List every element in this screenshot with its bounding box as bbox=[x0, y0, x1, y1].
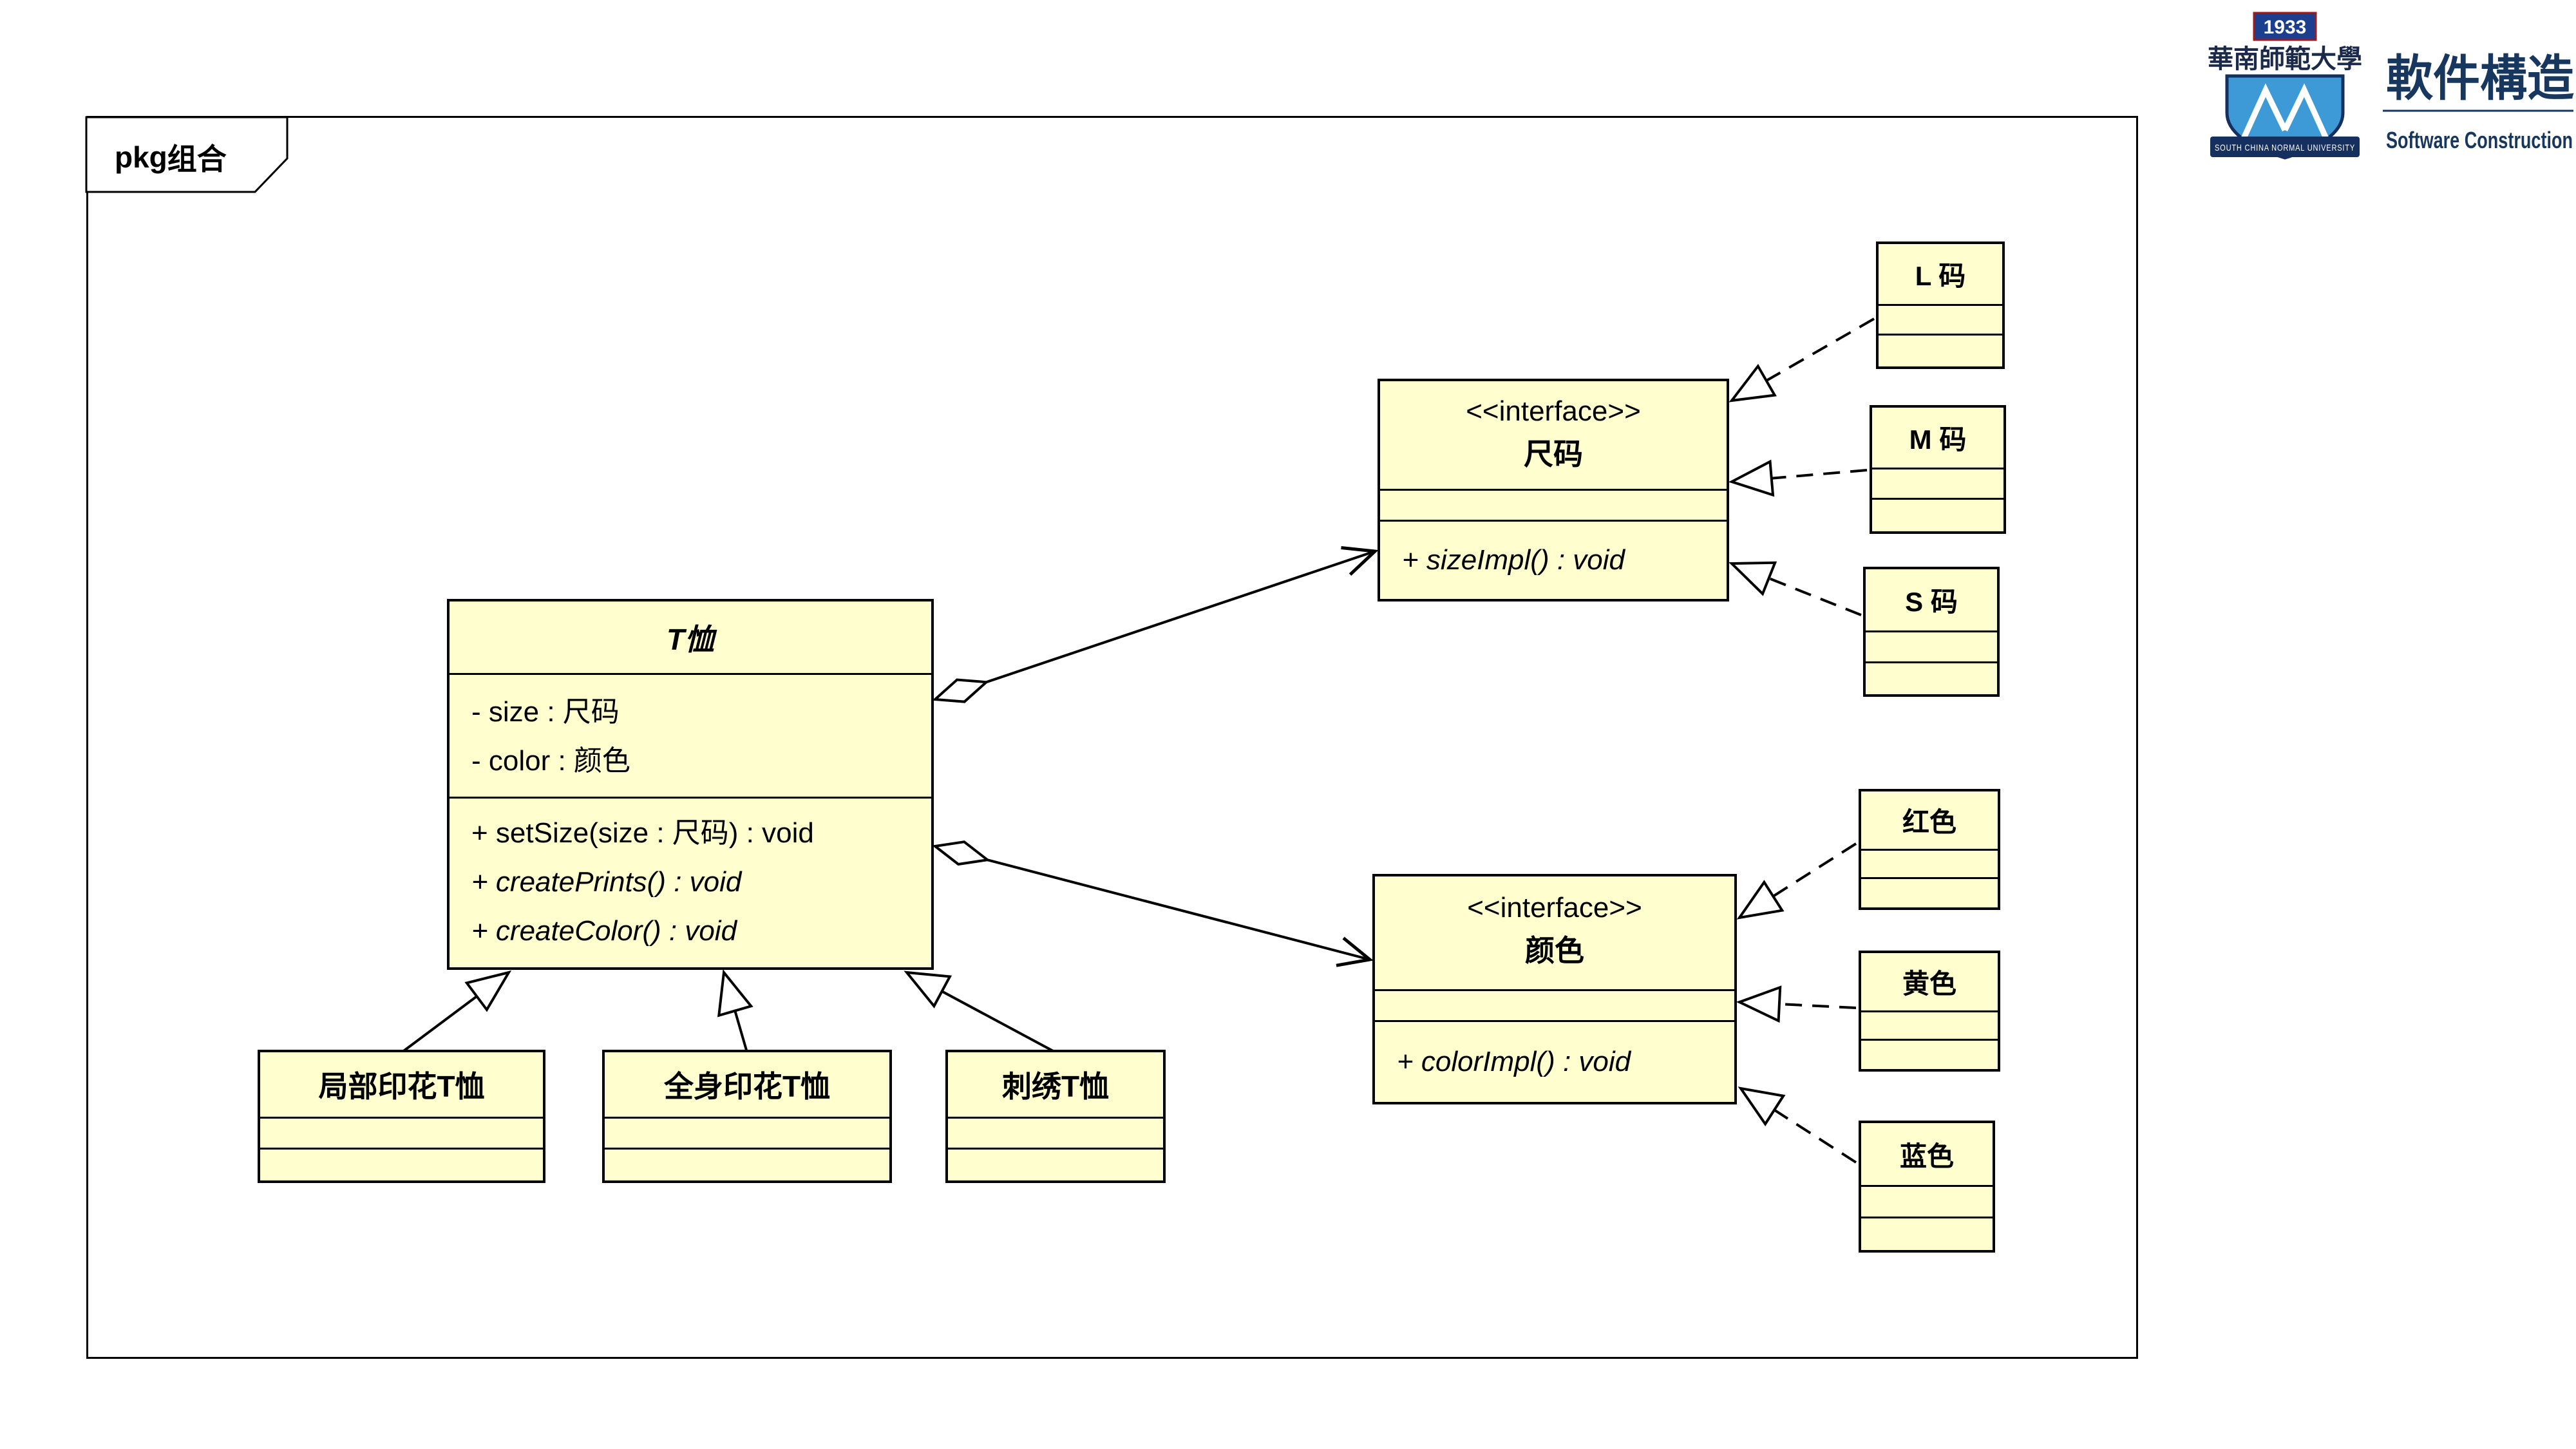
attribute-line: - size : 尺码 bbox=[471, 696, 620, 728]
interface-size: <<interface>> 尺码 + sizeImpl() : void bbox=[1378, 379, 1729, 601]
empty-attributes bbox=[1861, 1012, 1998, 1041]
class-title: 刺绣T恤 bbox=[948, 1052, 1163, 1119]
class-tshirt-title: T恤 bbox=[450, 601, 931, 675]
empty-methods bbox=[948, 1150, 1163, 1180]
logo-ribbon bbox=[2210, 137, 2360, 157]
class-red: 红色 bbox=[1859, 789, 2000, 910]
logo-shield-chevron-left-icon bbox=[2237, 83, 2288, 148]
empty-methods bbox=[1861, 1041, 1998, 1069]
empty-attributes bbox=[260, 1119, 543, 1150]
class-m-size: M 码 bbox=[1870, 405, 2006, 534]
logo-year-banner bbox=[2253, 12, 2317, 41]
logo-calligraphy: 華南師範大學 bbox=[2208, 44, 2362, 74]
empty-methods bbox=[1879, 336, 2002, 366]
empty-attributes bbox=[1861, 851, 1998, 879]
class-tshirt-attributes: - size : 尺码 - color : 颜色 bbox=[450, 675, 931, 799]
empty-attributes bbox=[1866, 632, 1997, 663]
method-line: + createColor() : void bbox=[471, 915, 737, 947]
realization-ssize-size bbox=[1728, 561, 1862, 616]
class-blue: 蓝色 bbox=[1859, 1121, 1995, 1253]
class-s-size: S 码 bbox=[1863, 567, 2000, 697]
aggregation-tshirt-size bbox=[935, 551, 1375, 699]
university-logo: 1933 華南師範大學 SOUTH CHINA NORMAL UNIVERSIT… bbox=[2208, 12, 2574, 160]
logo-title: 軟件構造 bbox=[2386, 52, 2574, 106]
logo-shield-chevron-right-icon bbox=[2282, 83, 2333, 148]
class-title: 蓝色 bbox=[1861, 1123, 1993, 1187]
generalization-partialprint-tshirt bbox=[401, 970, 512, 1054]
interface-color-methods: + colorImpl() : void bbox=[1375, 1022, 1734, 1102]
empty-attributes bbox=[605, 1119, 889, 1150]
interface-stereotype: <<interface>> bbox=[1466, 395, 1641, 427]
empty-attributes bbox=[1872, 469, 2003, 500]
logo-year-text: 1933 bbox=[2264, 17, 2307, 38]
interface-size-attributes bbox=[1380, 491, 1727, 522]
empty-methods bbox=[1861, 1218, 1993, 1250]
class-title: 局部印花T恤 bbox=[260, 1052, 543, 1119]
interface-size-title: 尺码 bbox=[1524, 437, 1583, 471]
interface-size-methods: + sizeImpl() : void bbox=[1380, 522, 1727, 599]
interface-stereotype: <<interface>> bbox=[1467, 892, 1642, 923]
logo-subtitle: Software Construction bbox=[2386, 127, 2573, 153]
realization-yellow-color bbox=[1736, 985, 1857, 1023]
realization-blue-color bbox=[1738, 1086, 1857, 1164]
class-yellow: 黄色 bbox=[1859, 951, 2000, 1072]
package-tab bbox=[85, 116, 289, 193]
method-line: + colorImpl() : void bbox=[1397, 1046, 1631, 1077]
method-line: + setSize(size : 尺码) : void bbox=[471, 817, 814, 849]
generalization-embroidery-tshirt bbox=[904, 971, 1056, 1054]
class-tshirt-methods: + setSize(size : 尺码) : void + createPrin… bbox=[450, 799, 931, 967]
package-label-name: 组合 bbox=[167, 142, 227, 176]
interface-size-header: <<interface>> 尺码 bbox=[1380, 381, 1727, 491]
class-title: 红色 bbox=[1861, 791, 1998, 851]
class-title: L 码 bbox=[1879, 244, 2002, 306]
class-title: 黄色 bbox=[1861, 953, 1998, 1012]
realization-lsize-size bbox=[1728, 317, 1875, 402]
empty-attributes bbox=[1879, 306, 2002, 336]
package-label-keyword: pkg bbox=[115, 140, 167, 174]
attribute-line: - color : 颜色 bbox=[471, 745, 630, 777]
interface-color-title: 颜色 bbox=[1525, 934, 1584, 967]
logo-ribbon-text: SOUTH CHINA NORMAL UNIVERSITY bbox=[2215, 142, 2355, 153]
class-full-print-tshirt: 全身印花T恤 bbox=[602, 1050, 892, 1183]
class-title: M 码 bbox=[1872, 408, 2003, 469]
class-l-size: L 码 bbox=[1876, 242, 2005, 369]
empty-methods bbox=[605, 1150, 889, 1180]
class-partial-print-tshirt: 局部印花T恤 bbox=[258, 1050, 545, 1183]
method-line: + sizeImpl() : void bbox=[1402, 544, 1625, 576]
generalization-fullprint-tshirt bbox=[717, 969, 753, 1053]
empty-attributes bbox=[948, 1119, 1163, 1150]
interface-color-header: <<interface>> 颜色 bbox=[1375, 876, 1734, 991]
interface-color-attributes bbox=[1375, 991, 1734, 1022]
empty-attributes bbox=[1861, 1187, 1993, 1218]
empty-methods bbox=[1861, 879, 1998, 907]
class-title: S 码 bbox=[1866, 569, 1997, 632]
method-line: + createPrints() : void bbox=[471, 866, 742, 898]
interface-color: <<interface>> 颜色 + colorImpl() : void bbox=[1372, 874, 1737, 1104]
aggregation-tshirt-color bbox=[935, 846, 1370, 960]
class-title: 全身印花T恤 bbox=[605, 1052, 889, 1119]
empty-methods bbox=[260, 1150, 543, 1180]
class-tshirt: T恤 - size : 尺码 - color : 颜色 + setSize(si… bbox=[447, 599, 934, 970]
realization-red-color bbox=[1736, 842, 1857, 920]
empty-methods bbox=[1872, 500, 2003, 531]
class-embroidery-tshirt: 刺绣T恤 bbox=[945, 1050, 1166, 1183]
realization-msize-size bbox=[1728, 459, 1868, 497]
empty-methods bbox=[1866, 663, 1997, 694]
